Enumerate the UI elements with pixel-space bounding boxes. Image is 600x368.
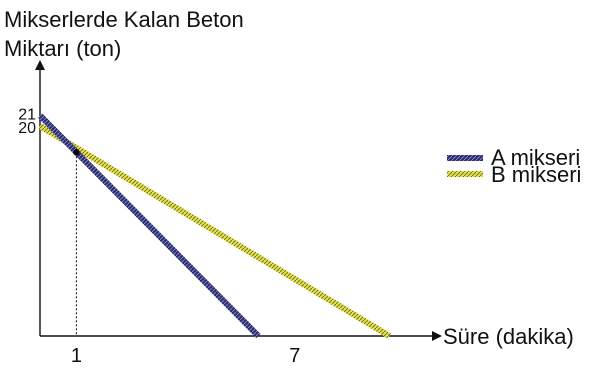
legend-label-a: A mikseri bbox=[491, 145, 580, 170]
y-tick-label-21: 21 bbox=[18, 107, 36, 124]
x-tick-label-7: 7 bbox=[289, 345, 300, 367]
y-axis-label-line-1: Mikserlerde Kalan Beton bbox=[4, 7, 244, 32]
legend-label-b: B mikseri bbox=[491, 162, 581, 187]
series-a-line bbox=[37, 113, 261, 339]
y-axis-label-line-2: Miktarı (ton) bbox=[4, 36, 121, 61]
x-axis-label: Süre (dakika) bbox=[443, 324, 574, 349]
y-axis-arrowhead bbox=[35, 60, 45, 70]
x-tick-label-1: 1 bbox=[71, 345, 82, 367]
legend-swatch-b bbox=[447, 171, 483, 177]
legend-swatch-a bbox=[447, 155, 483, 161]
legend: A mikseri B mikseri bbox=[447, 145, 581, 187]
y-tick-label-20: 20 bbox=[18, 120, 36, 137]
x-axis-arrowhead bbox=[432, 331, 442, 341]
intersection-point bbox=[73, 149, 80, 156]
series-b-line bbox=[38, 123, 391, 339]
